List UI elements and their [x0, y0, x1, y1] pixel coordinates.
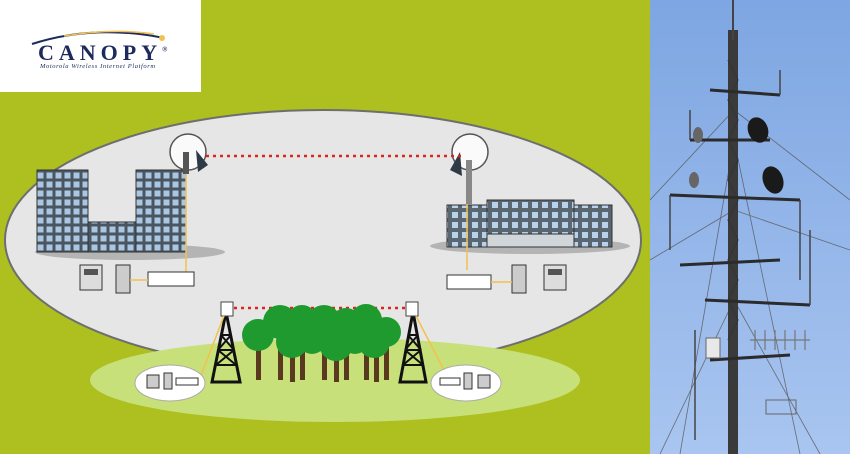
- logo-wordmark: CANOPY®: [38, 40, 168, 65]
- subscriber-module-icon: [446, 274, 492, 290]
- left-office-building: [36, 169, 187, 253]
- left-home-subscriber: [134, 364, 206, 402]
- left-lattice-tower-icon: [199, 301, 242, 384]
- left-customer-devices: [79, 250, 195, 294]
- computer-tower-icon: [511, 264, 527, 294]
- right-lattice-tower-icon: [398, 301, 449, 384]
- subscriber-module-icon: [147, 271, 195, 287]
- right-office-building: [446, 199, 613, 248]
- antenna-tower-photo: [650, 0, 850, 454]
- logo-swoosh: [31, 30, 165, 45]
- network-diagram: [4, 109, 642, 422]
- tree-cluster: [242, 304, 401, 382]
- right-rooftop-dish-icon: [450, 133, 489, 270]
- phone-icon: [79, 264, 103, 291]
- left-rooftop-dish-icon: [169, 133, 208, 250]
- phone-icon: [543, 264, 567, 291]
- logo-panel: CANOPY® Motorola Wireless Internet Platf…: [0, 0, 201, 92]
- computer-tower-icon: [115, 264, 131, 294]
- right-home-subscriber: [430, 364, 502, 402]
- logo-tagline: Motorola Wireless Internet Platform: [40, 63, 156, 70]
- right-customer-devices: [446, 264, 567, 294]
